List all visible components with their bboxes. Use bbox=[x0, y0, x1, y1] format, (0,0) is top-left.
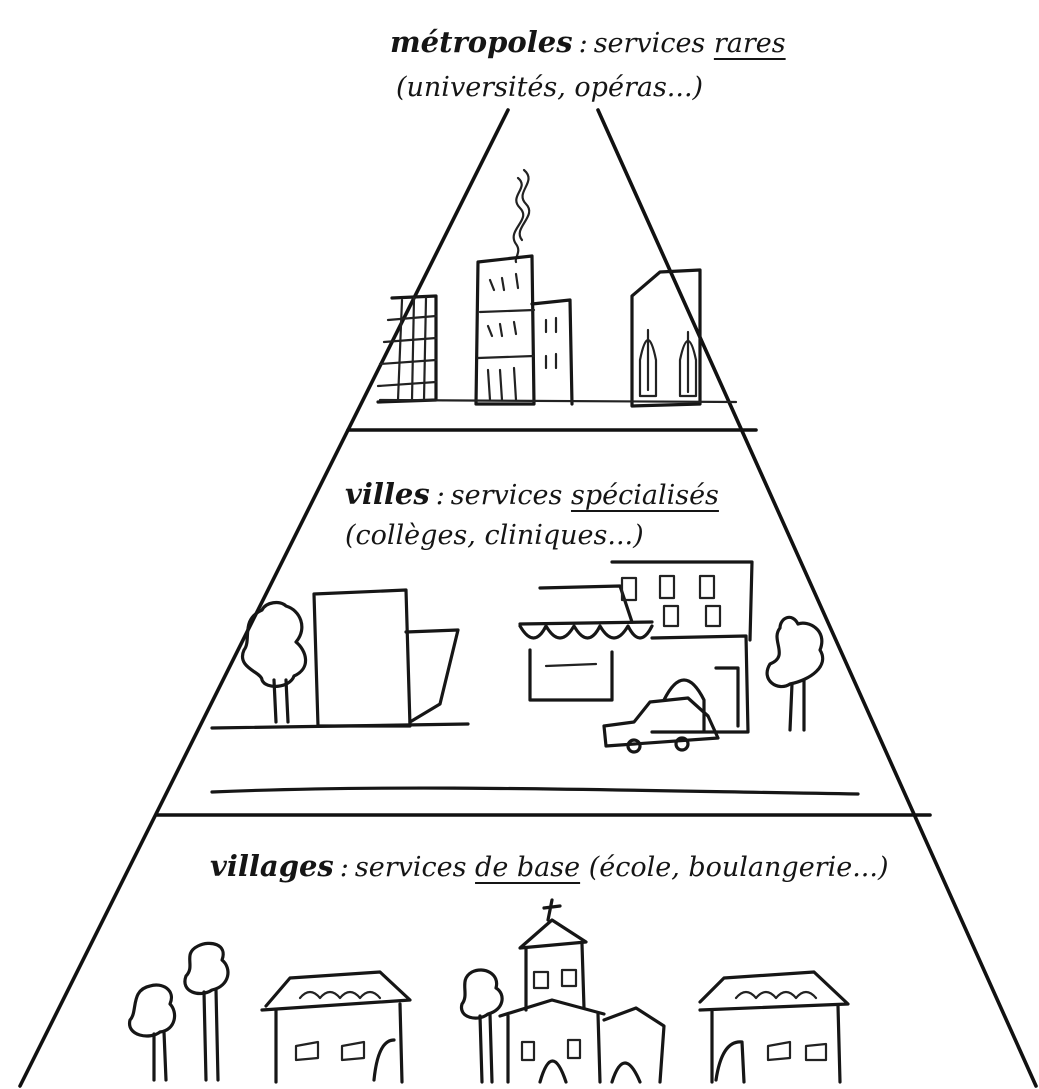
level-services-text: services bbox=[450, 480, 563, 511]
pyramid-left-edge bbox=[18, 108, 510, 1088]
villes-label: villes:services spécialisés bbox=[345, 478, 719, 512]
level-underlined-term: de base bbox=[475, 852, 581, 883]
level-services-text: services bbox=[593, 28, 706, 59]
village-buildings-sketch bbox=[128, 898, 850, 1084]
level-separator: : bbox=[339, 852, 349, 883]
level-keyword: métropoles bbox=[390, 25, 573, 59]
level-keyword: villages bbox=[210, 849, 334, 883]
level-separator: : bbox=[578, 28, 588, 59]
town-buildings-sketch bbox=[210, 560, 860, 796]
metropoles-label: métropoles:services rares bbox=[390, 26, 786, 60]
level-separator: : bbox=[435, 480, 445, 511]
villes-examples: (collèges, cliniques...) bbox=[345, 520, 644, 551]
level-services-text: services bbox=[354, 852, 467, 883]
metropolis-buildings-sketch bbox=[376, 168, 738, 408]
villages-examples: (école, boulangerie...) bbox=[588, 852, 889, 883]
villages-label: villages:services de base (école, boulan… bbox=[210, 850, 889, 884]
level-keyword: villes bbox=[345, 477, 430, 511]
level-underlined-term: spécialisés bbox=[570, 480, 719, 511]
metropoles-examples: (universités, opéras...) bbox=[396, 72, 704, 103]
level-underlined-term: rares bbox=[713, 28, 786, 59]
